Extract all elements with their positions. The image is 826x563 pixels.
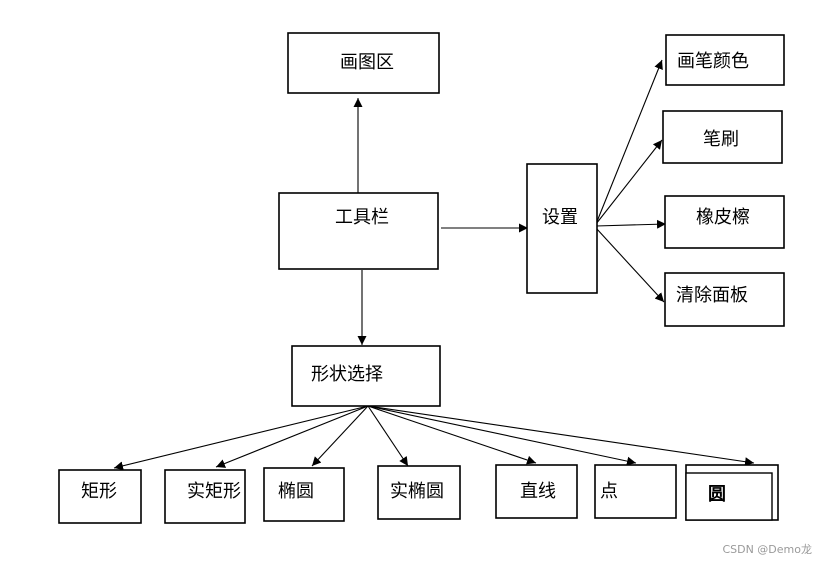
svg-text:画图区: 画图区 <box>340 52 394 73</box>
watermark: CSDN @Demo龙 <box>722 543 812 556</box>
svg-text:矩形: 矩形 <box>81 481 117 502</box>
edge-settings-clear-panel <box>595 227 665 303</box>
node-settings: 设置 <box>526 163 598 294</box>
svg-text:清除面板: 清除面板 <box>676 285 748 306</box>
node-rect: 矩形 <box>58 469 142 524</box>
edge-settings-brush <box>595 139 663 225</box>
svg-text:画笔颜色: 画笔颜色 <box>677 51 749 72</box>
node-solid-rect: 实矩形 <box>164 469 246 524</box>
svg-text:椭圆: 椭圆 <box>278 481 314 502</box>
node-canvas: 画图区 <box>287 32 440 94</box>
svg-text:点: 点 <box>600 481 618 502</box>
node-pen-color: 画笔颜色 <box>665 34 785 86</box>
edge-shape-rect <box>113 405 369 471</box>
node-shape-select: 形状选择 <box>291 345 441 407</box>
svg-text:橡皮檫: 橡皮檫 <box>696 207 750 228</box>
node-point: 点 <box>594 464 677 519</box>
edge-settings-pen-color <box>595 59 663 225</box>
svg-text:形状选择: 形状选择 <box>311 364 383 385</box>
node-clear-panel: 清除面板 <box>664 272 785 327</box>
svg-text:直线: 直线 <box>520 481 556 502</box>
svg-text:圆: 圆 <box>708 484 726 505</box>
edge-shape-circle <box>367 405 755 467</box>
svg-text:工具栏: 工具栏 <box>335 207 389 228</box>
svg-text:实矩形: 实矩形 <box>187 481 241 502</box>
node-line: 直线 <box>495 464 578 519</box>
node-ellipse: 椭圆 <box>263 467 345 522</box>
edge-shape-ellipse <box>311 405 369 467</box>
svg-text:实椭圆: 实椭圆 <box>390 481 444 502</box>
node-toolbar: 工具栏 <box>278 192 439 270</box>
edge-shape-solid-ellipse <box>367 405 409 467</box>
node-solid-ellipse: 实椭圆 <box>377 465 461 520</box>
edge-shape-point <box>367 405 637 466</box>
svg-text:设置: 设置 <box>542 207 578 228</box>
svg-text:笔刷: 笔刷 <box>703 129 739 150</box>
node-brush: 笔刷 <box>662 110 783 164</box>
node-eraser: 橡皮檫 <box>664 195 785 249</box>
edge-shape-solid-rect <box>215 405 369 468</box>
edge-settings-eraser <box>595 219 667 229</box>
node-circle: 圆 <box>685 464 779 521</box>
edge-shape-line <box>367 405 537 465</box>
